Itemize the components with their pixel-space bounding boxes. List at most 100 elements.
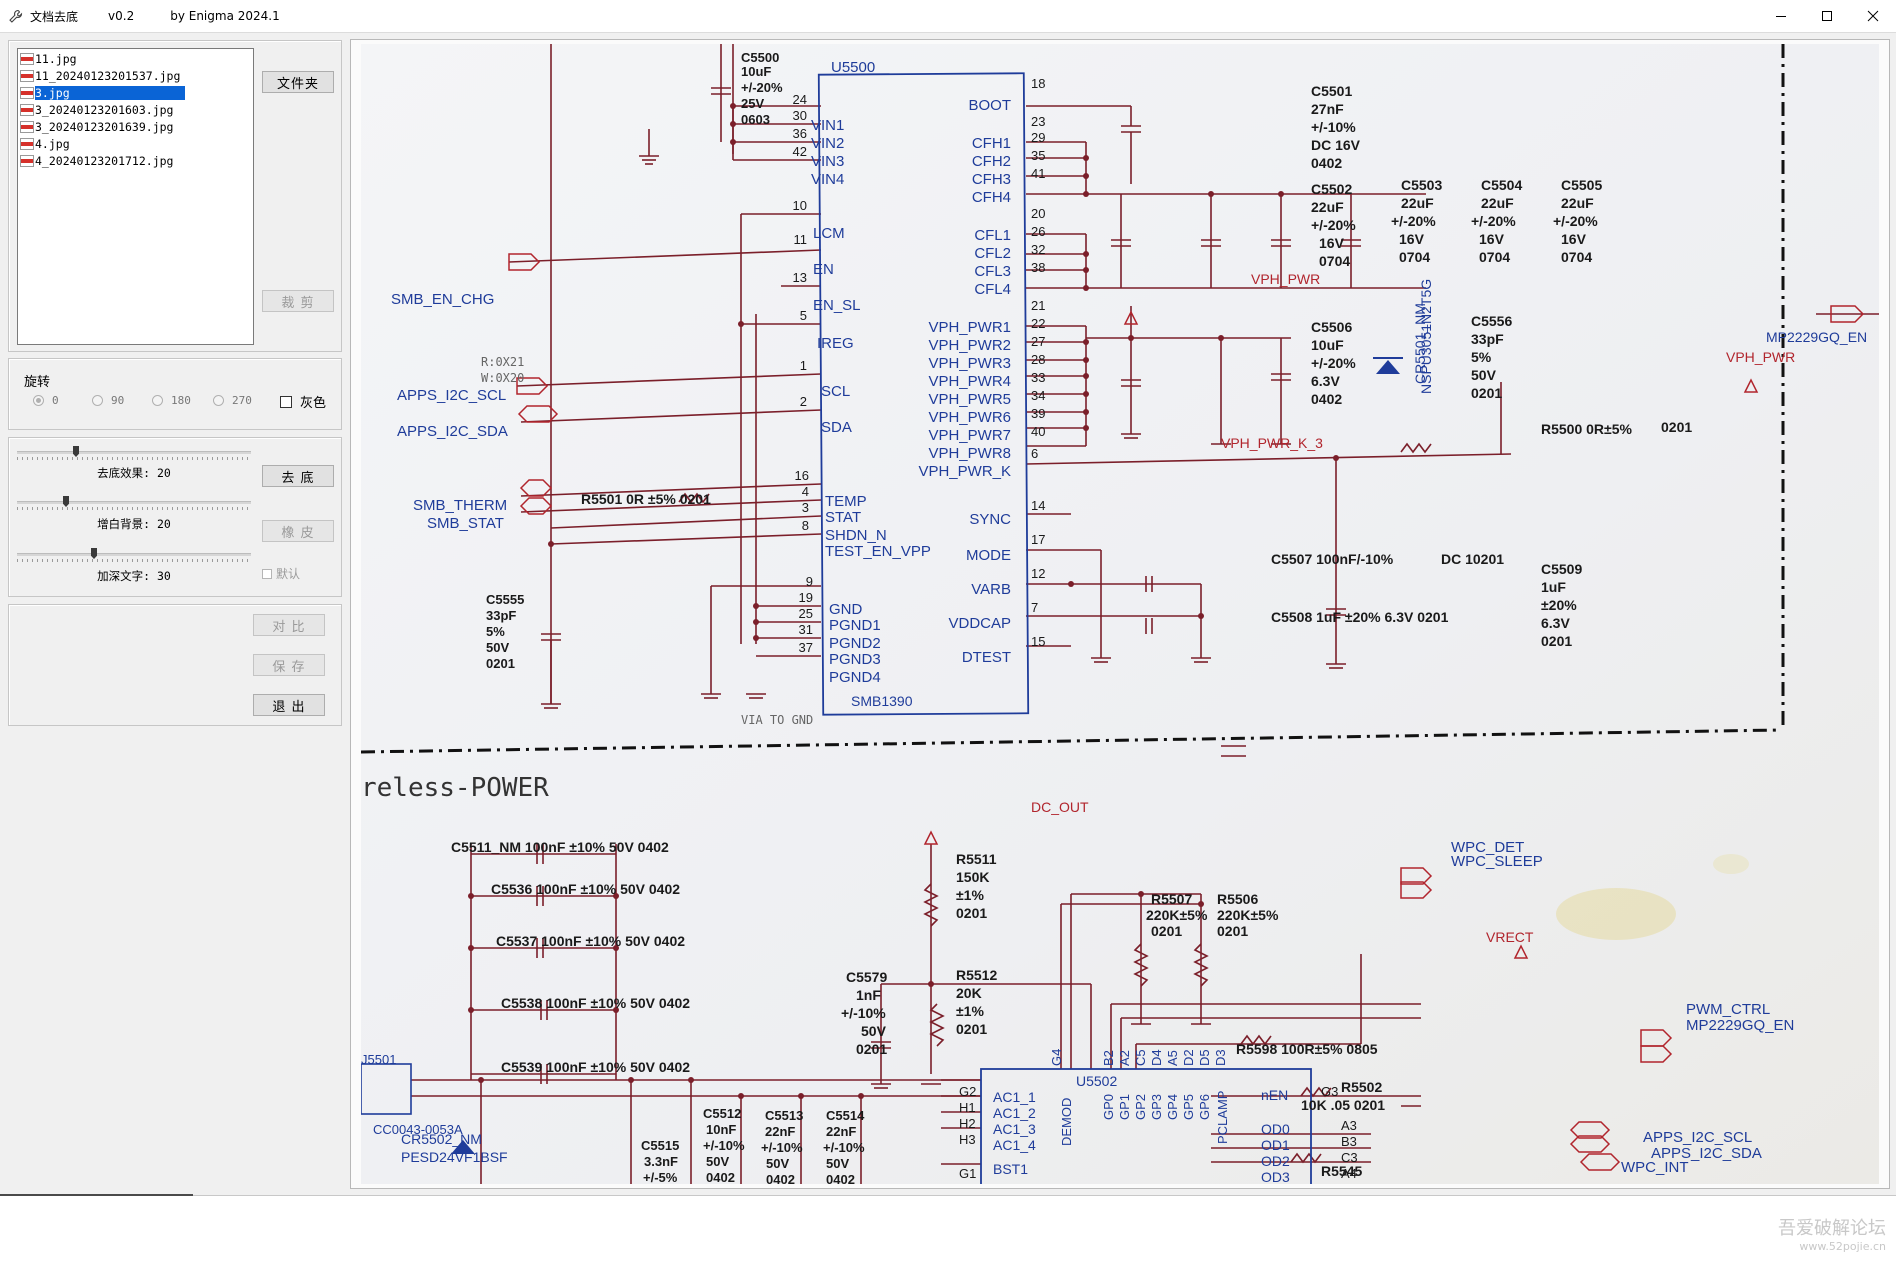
list-item[interactable]: 3_20240123201639.jpg — [18, 118, 253, 135]
svg-text:±20%: ±20% — [1541, 597, 1577, 613]
compare-button[interactable]: 对 比 — [253, 614, 325, 636]
svg-text:40: 40 — [1031, 424, 1045, 439]
close-button[interactable] — [1850, 0, 1896, 32]
list-item[interactable]: 4.jpg — [18, 135, 253, 152]
net-label: APPS_I2C_SDA — [397, 423, 508, 440]
svg-text:G2: G2 — [959, 1084, 976, 1099]
save-button[interactable]: 保 存 — [253, 654, 325, 676]
svg-text:C5502: C5502 — [1311, 181, 1352, 197]
svg-text:35: 35 — [1031, 148, 1045, 163]
svg-text:G4: G4 — [1049, 1049, 1064, 1066]
svg-text:8: 8 — [802, 518, 809, 533]
svg-text:VPH_PWR_K_3: VPH_PWR_K_3 — [1221, 435, 1323, 451]
svg-text:GP1: GP1 — [1117, 1094, 1132, 1120]
wrench-icon — [8, 8, 24, 24]
svg-text:0201: 0201 — [856, 1041, 887, 1057]
rotate-radio-270[interactable]: 270 — [213, 394, 252, 407]
svg-text:GND: GND — [829, 601, 863, 618]
svg-text:CFL4: CFL4 — [974, 281, 1011, 298]
folder-button[interactable]: 文件夹 — [262, 71, 334, 93]
svg-text:0704: 0704 — [1561, 249, 1592, 265]
list-item[interactable]: 11_20240123201537.jpg — [18, 67, 253, 84]
svg-text:GP3: GP3 — [1149, 1094, 1164, 1120]
svg-text:9: 9 — [806, 574, 813, 589]
svg-text:0402: 0402 — [1311, 155, 1342, 171]
svg-text:STAT: STAT — [825, 509, 861, 526]
radio-icon — [92, 395, 103, 406]
minimize-button[interactable] — [1758, 0, 1804, 32]
svg-text:VIA TO GND: VIA TO GND — [741, 713, 813, 727]
svg-text:VPH_PWR6: VPH_PWR6 — [928, 409, 1011, 426]
svg-text:VARB: VARB — [971, 581, 1011, 598]
svg-text:C5505: C5505 — [1561, 177, 1602, 193]
list-item-selected[interactable]: 3.jpg — [18, 84, 253, 101]
svg-text:D5: D5 — [1197, 1049, 1212, 1066]
list-item[interactable]: 3_20240123201603.jpg — [18, 101, 253, 118]
svg-text:0201: 0201 — [956, 905, 987, 921]
gray-checkbox[interactable]: 灰色 — [280, 392, 326, 411]
svg-text:C5508 1uF ±20% 6.3V 0201: C5508 1uF ±20% 6.3V 0201 — [1271, 609, 1449, 625]
rotate-panel: 旋转 0 90 180 270 灰色 — [8, 358, 342, 430]
svg-text:32: 32 — [1031, 242, 1045, 257]
slider-thumb[interactable] — [91, 548, 97, 559]
svg-text:C5513: C5513 — [765, 1108, 803, 1123]
rotate-radio-90[interactable]: 90 — [92, 394, 124, 407]
svg-text:A2: A2 — [1117, 1050, 1132, 1066]
svg-text:C5509: C5509 — [1541, 561, 1582, 577]
svg-text:VPH_PWR1: VPH_PWR1 — [928, 319, 1011, 336]
darken-text-slider[interactable] — [17, 545, 251, 565]
svg-text:VPH_PWR5: VPH_PWR5 — [928, 391, 1011, 408]
svg-text:TEST_EN_VPP: TEST_EN_VPP — [825, 543, 931, 560]
maximize-button[interactable] — [1804, 0, 1850, 32]
svg-text:CFH4: CFH4 — [972, 189, 1011, 206]
svg-text:+/-10%: +/-10% — [823, 1140, 865, 1155]
svg-text:220K±5%: 220K±5% — [1217, 907, 1279, 923]
rotate-radio-180[interactable]: 180 — [152, 394, 191, 407]
svg-text:VRECT: VRECT — [1486, 929, 1534, 945]
svg-text:C5539 100nF ±10% 50V 0402: C5539 100nF ±10% 50V 0402 — [501, 1059, 690, 1075]
cr5501-label: CR5501_NM — [1412, 303, 1428, 384]
image-preview[interactable]: U5500 SMB1390 VIN1 VIN2 VIN3 VIN4 LCM EN… — [350, 39, 1890, 1189]
svg-text:33pF: 33pF — [486, 608, 516, 623]
svg-text:24: 24 — [793, 92, 807, 107]
svg-text:16V: 16V — [1561, 231, 1587, 247]
file-list[interactable]: 11.jpg 11_20240123201537.jpg 3.jpg 3_202… — [17, 48, 254, 345]
remove-bg-button[interactable]: 去 底 — [262, 465, 334, 487]
list-item[interactable]: 4_20240123201712.jpg — [18, 152, 253, 169]
svg-text:+/-10%: +/-10% — [841, 1005, 886, 1021]
eraser-button[interactable]: 橡 皮 — [262, 520, 334, 542]
rotate-radio-0[interactable]: 0 — [33, 394, 59, 407]
svg-text:CFL1: CFL1 — [974, 227, 1011, 244]
svg-text:D3: D3 — [1213, 1049, 1228, 1066]
svg-text:OD0: OD0 — [1261, 1121, 1290, 1137]
crop-button[interactable]: 裁 剪 — [262, 290, 334, 312]
svg-text:DC 16V: DC 16V — [1311, 137, 1361, 153]
svg-text:H3: H3 — [959, 1132, 976, 1147]
scroll-indicator[interactable] — [0, 1194, 193, 1196]
whiten-bg-slider[interactable] — [17, 493, 251, 513]
svg-text:37: 37 — [799, 640, 813, 655]
list-item[interactable]: 11.jpg — [18, 50, 253, 67]
svg-text:50V: 50V — [486, 640, 509, 655]
net-label: APPS_I2C_SDA — [1651, 1145, 1762, 1162]
slider-thumb[interactable] — [73, 446, 79, 457]
svg-text:W:0X20: W:0X20 — [481, 371, 524, 385]
svg-text:31: 31 — [799, 622, 813, 637]
svg-text:H2: H2 — [959, 1116, 976, 1131]
svg-text:C5515: C5515 — [641, 1138, 679, 1153]
svg-text:22nF: 22nF — [826, 1124, 856, 1139]
default-checkbox[interactable]: 默认 — [262, 565, 300, 582]
svg-text:10uF: 10uF — [741, 64, 771, 79]
net-label: APPS_I2C_SCL — [1643, 1129, 1752, 1146]
svg-text:AC1_2: AC1_2 — [993, 1105, 1036, 1121]
svg-text:19: 19 — [799, 590, 813, 605]
slider-thumb[interactable] — [63, 496, 69, 507]
svg-text:16V: 16V — [1399, 231, 1425, 247]
svg-text:PGND2: PGND2 — [829, 635, 881, 652]
remove-effect-slider[interactable] — [17, 443, 251, 463]
svg-text:25: 25 — [799, 606, 813, 621]
svg-text:C5506: C5506 — [1311, 319, 1352, 335]
exit-button[interactable]: 退 出 — [253, 694, 325, 716]
net-label: WPC_INT — [1621, 1159, 1689, 1176]
net-label: PWM_CTRL — [1686, 1001, 1770, 1018]
